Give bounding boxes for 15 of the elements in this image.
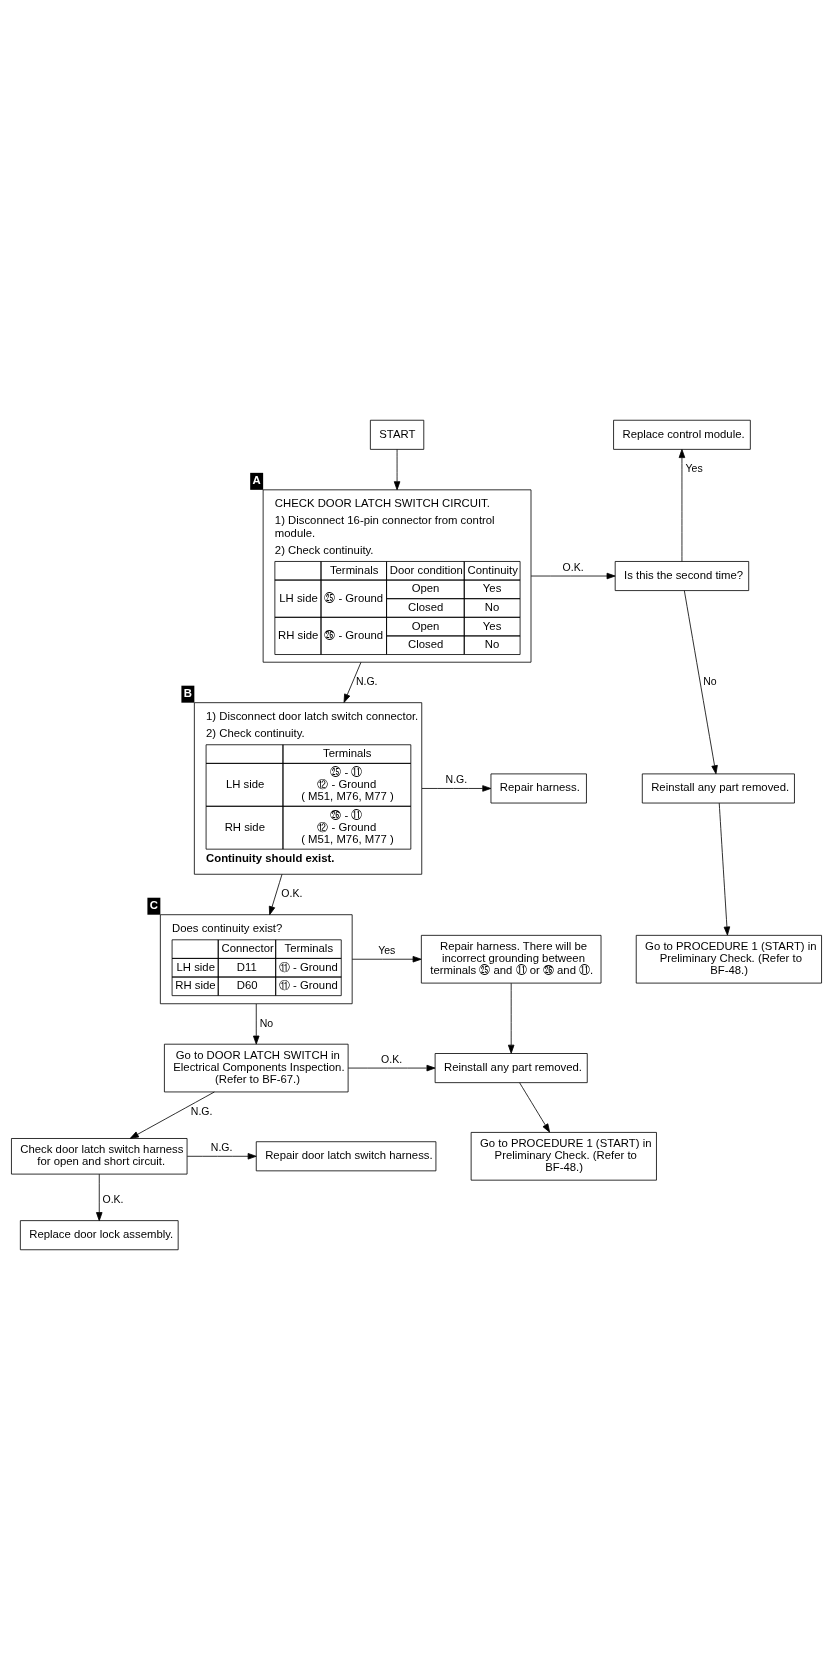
node-label: A bbox=[252, 473, 261, 486]
node-label: B bbox=[183, 686, 193, 699]
edge-label: N.G. bbox=[190, 1104, 213, 1117]
edge-label: N.G. bbox=[445, 772, 468, 785]
edge-label: Yes bbox=[685, 461, 703, 474]
edge-label: O.K. bbox=[281, 886, 303, 899]
edge-label: N.G. bbox=[210, 1140, 233, 1153]
edge-label: No bbox=[259, 1016, 274, 1029]
edge-label: No bbox=[703, 674, 717, 687]
edge-label: O.K. bbox=[102, 1192, 124, 1205]
edge-label: O.K. bbox=[562, 560, 584, 573]
edge-label: N.G. bbox=[355, 674, 378, 687]
edge-label: Yes bbox=[378, 943, 396, 956]
node-label: C bbox=[149, 898, 159, 911]
edge-label: O.K. bbox=[381, 1052, 403, 1065]
